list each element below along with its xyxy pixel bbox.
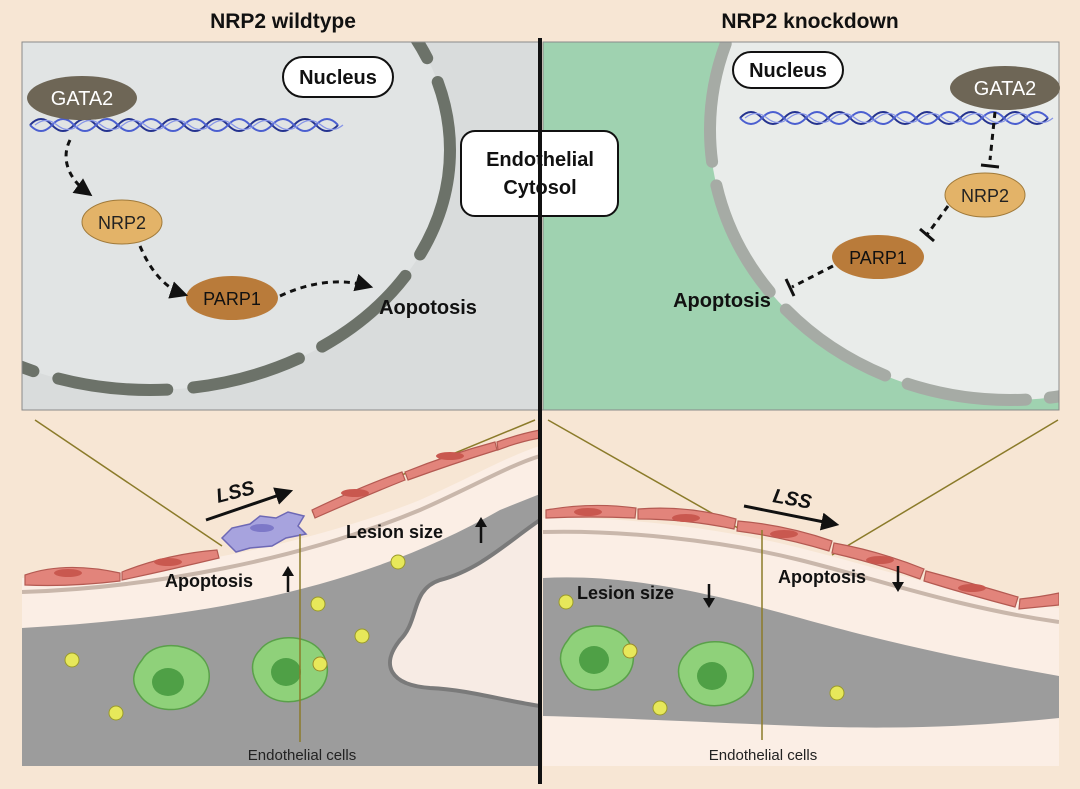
right-panel-title: NRP2 knockdown	[721, 10, 898, 33]
left-nucleus	[22, 42, 450, 390]
svg-text:NRP2: NRP2	[961, 186, 1009, 206]
right-inhibit-gata2-nrp2	[980, 111, 1000, 169]
left-nrp2-node: NRP2	[81, 199, 163, 245]
left-lipid-droplets	[64, 554, 406, 721]
right-lipid-droplets	[558, 594, 845, 716]
left-apoptotic-nucleus	[250, 524, 274, 532]
right-basement-line	[543, 529, 1059, 624]
left-apoptosis-up-icon	[282, 566, 294, 592]
left-arrow-nrp2-parp1	[138, 245, 189, 299]
left-macrophage-1	[133, 644, 210, 711]
right-macrophage-2	[677, 641, 754, 707]
left-macrophage-2	[251, 637, 328, 703]
right-lesion-down-icon	[703, 584, 715, 608]
left-necrotic-core	[388, 517, 540, 709]
right-macrophage-1	[559, 625, 638, 691]
left-panel-title: NRP2 wildtype	[210, 10, 356, 33]
right-inhibit-nrp2-parp1	[919, 205, 950, 243]
left-nucleus-label: Nucleus	[282, 56, 394, 98]
right-apoptosis-down-icon	[892, 566, 904, 592]
svg-text:Nucleus: Nucleus	[749, 60, 827, 82]
right-lss-arrow	[743, 504, 840, 531]
left-cells-label: Endothelial cells	[248, 747, 356, 764]
left-parp1-node: PARP1	[186, 276, 278, 320]
left-vessel-panel	[22, 429, 540, 766]
right-nuclear-envelope	[704, 42, 1059, 406]
left-dna-icon	[29, 118, 344, 132]
right-nrp2-node: NRP2	[944, 172, 1026, 218]
right-endothelial-layer	[545, 504, 1059, 610]
left-nuclear-envelope	[22, 42, 456, 396]
left-apoptosis-label: Apoptosis	[165, 571, 253, 591]
left-arrow-gata2-nrp2	[64, 139, 93, 197]
left-lesion-label: Lesion size	[346, 522, 443, 542]
right-plaque	[543, 577, 1059, 728]
svg-text:NRP2: NRP2	[98, 213, 146, 233]
left-lss-arrow	[205, 487, 294, 522]
right-apoptosis-outcome: Apoptosis	[673, 290, 771, 312]
left-cell-panel	[22, 42, 540, 410]
right-apoptosis-label: Apoptosis	[778, 567, 866, 587]
right-lesion-label: Lesion size	[577, 583, 674, 603]
left-zoom-line-1	[34, 419, 223, 547]
left-basement-line	[22, 454, 540, 594]
right-inhibit-parp1-apoptosis	[784, 264, 834, 297]
svg-text:PARP1: PARP1	[203, 289, 261, 309]
svg-text:GATA2: GATA2	[51, 88, 114, 110]
right-zoom-line-2	[831, 419, 1059, 556]
right-dna-icon	[739, 111, 1054, 125]
left-endothelial-layer	[24, 429, 540, 587]
left-apoptotic-cell	[220, 511, 308, 553]
left-gata2-node: GATA2	[27, 76, 137, 120]
left-arrow-parp1-apoptosis	[279, 273, 374, 298]
right-cells-label: Endothelial cells	[709, 747, 817, 764]
right-parp1-node: PARP1	[832, 235, 924, 279]
left-apoptosis-outcome: Aopotosis	[379, 297, 477, 319]
svg-text:Nucleus: Nucleus	[299, 67, 377, 89]
svg-text:GATA2: GATA2	[974, 78, 1037, 100]
right-nucleus	[710, 42, 1059, 400]
svg-text:PARP1: PARP1	[849, 248, 907, 268]
right-vessel-panel	[543, 504, 1059, 766]
right-gata2-node: GATA2	[950, 66, 1060, 110]
left-lesion-up-icon	[475, 517, 487, 543]
right-nucleus-label: Nucleus	[732, 51, 844, 89]
